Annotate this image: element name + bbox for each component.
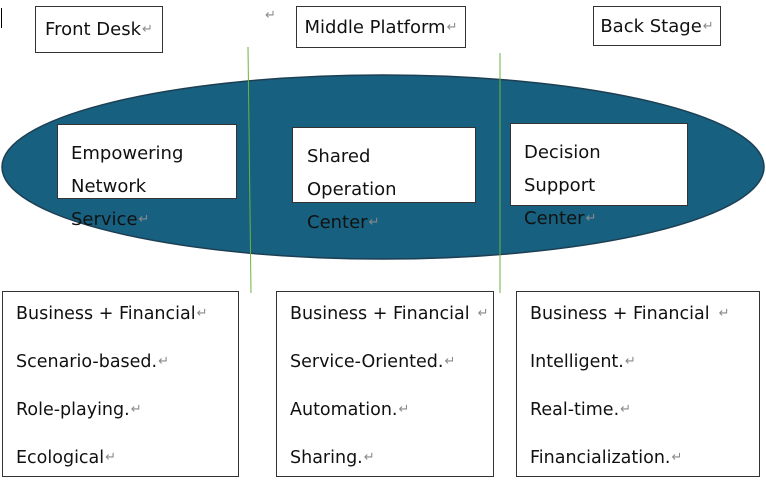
- center-line: Empowering: [71, 143, 184, 164]
- paragraph-mark: ↵: [718, 306, 730, 321]
- paragraph-mark: ↵: [398, 402, 410, 417]
- list-item: Financialization.↵: [530, 448, 683, 468]
- list-item: Business + Financial↵: [290, 304, 489, 324]
- paragraph-mark: ↵: [138, 212, 150, 227]
- center-decision-support-center: Decision Support Center↵: [510, 123, 688, 229]
- front-desk-features: Business + Financial↵ Scenario-based.↵ R…: [2, 291, 239, 477]
- list-item: Intelligent.↵: [530, 352, 636, 372]
- divider-line-left: [247, 46, 252, 294]
- header-middle-platform: Middle Platform↵: [296, 6, 466, 48]
- header-label: Middle Platform: [304, 16, 446, 38]
- paragraph-mark: ↵: [158, 354, 170, 369]
- paragraph-mark: ↵: [105, 450, 117, 465]
- diagram-canvas: ↵ Front Desk↵ Middle Platform↵ Back Stag…: [1, 6, 765, 477]
- header-front-desk: Front Desk↵: [35, 6, 163, 53]
- header-label: Front Desk: [45, 19, 142, 40]
- paragraph-mark: ↵: [624, 354, 636, 369]
- header-label: Back Stage: [600, 15, 702, 37]
- paragraph-mark: ↵: [142, 22, 153, 37]
- header-back-stage: Back Stage↵: [593, 6, 721, 46]
- paragraph-mark: ↵: [368, 215, 380, 230]
- paragraph-mark: ↵: [196, 306, 208, 321]
- center-empowering-network-service: Empowering Network Service↵: [57, 124, 237, 230]
- center-line: Decision Support: [524, 142, 601, 196]
- text-cursor: [1, 8, 2, 28]
- paragraph-mark: ↵: [446, 19, 458, 35]
- paragraph-mark: ↵: [620, 402, 632, 417]
- list-item: Ecological↵: [16, 448, 117, 468]
- list-item: Sharing.↵: [290, 448, 375, 468]
- paragraph-mark: ↵: [363, 450, 375, 465]
- center-line: Network Service: [71, 176, 147, 230]
- paragraph-mark: ↵: [702, 18, 714, 34]
- paragraph-mark: ↵: [671, 450, 683, 465]
- paragraph-mark: ↵: [130, 402, 142, 417]
- list-item: Service-Oriented.↵: [290, 352, 456, 372]
- center-line: Center: [307, 212, 368, 233]
- back-stage-features: Business + Financial↵ Intelligent.↵ Real…: [516, 291, 760, 477]
- paragraph-mark: ↵: [265, 8, 276, 23]
- list-item: Business + Financial↵: [16, 304, 208, 324]
- list-item: Scenario-based.↵: [16, 352, 170, 372]
- list-item: Real-time.↵: [530, 400, 632, 420]
- paragraph-mark: ↵: [444, 354, 456, 369]
- middle-platform-features: Business + Financial↵ Service-Oriented.↵…: [276, 291, 494, 477]
- paragraph-mark: ↵: [477, 306, 489, 321]
- list-item: Automation.↵: [290, 400, 410, 420]
- list-item: Role-playing.↵: [16, 400, 142, 420]
- paragraph-mark: ↵: [585, 211, 597, 226]
- list-item: Business + Financial↵: [530, 304, 730, 324]
- center-line: Center: [524, 208, 585, 229]
- center-shared-operation-center: Shared Operation Center↵: [292, 127, 476, 233]
- center-line: Shared Operation: [307, 146, 397, 200]
